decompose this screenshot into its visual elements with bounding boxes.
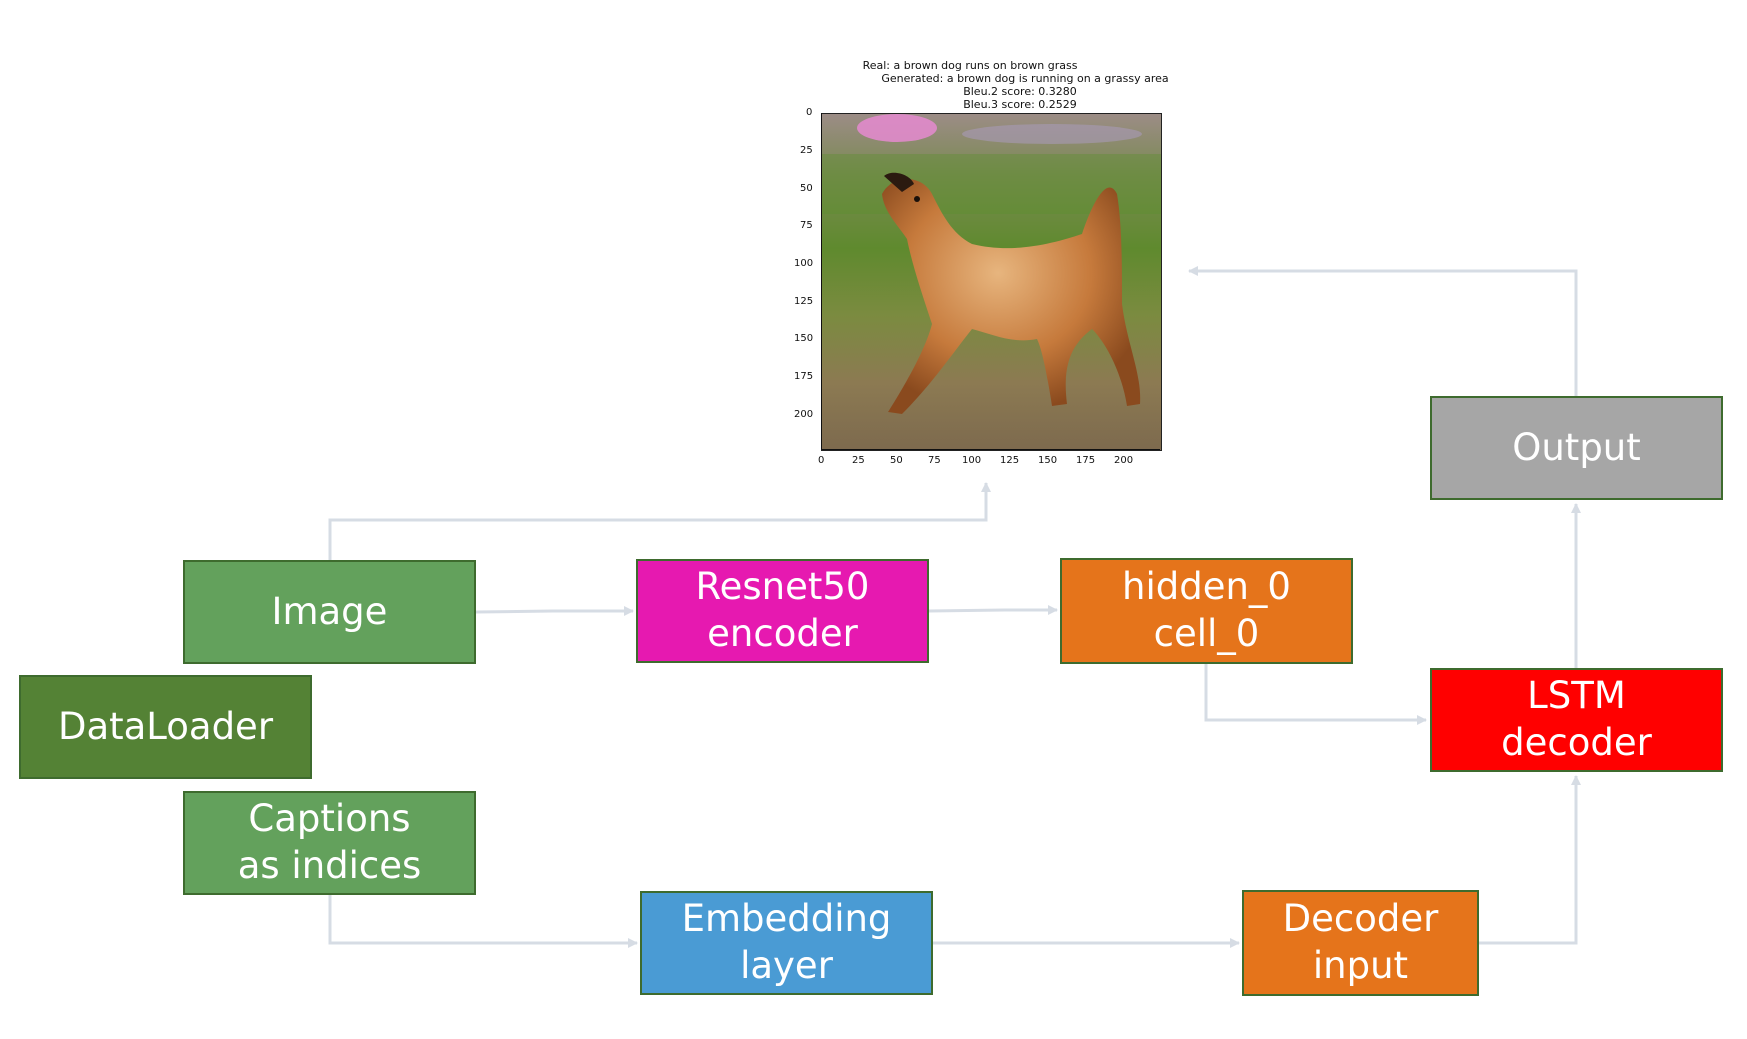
dataloader-node: DataLoader [19, 675, 312, 779]
resnet-encoder-node: Resnet50 encoder [636, 559, 929, 663]
resnet-encoder-node-label: Resnet50 encoder [695, 565, 870, 655]
y-tick-label: 0 [806, 107, 813, 118]
arrow-captions-to-embedding [328, 895, 638, 948]
y-tick-label: 25 [800, 145, 813, 156]
captions-node-label: Captions as indices [237, 797, 422, 887]
x-tick-label: 100 [962, 455, 982, 466]
y-tick-label: 100 [794, 258, 814, 269]
arrow-resnet-to-hidden [928, 605, 1058, 615]
embedding-layer-node: Embedding layer [640, 891, 933, 995]
image-node-label: Image [271, 589, 388, 633]
plot-bleu3: Bleu.3 score: 0.2529 [963, 98, 1077, 111]
decoder-input-node-label: Decoder input [1282, 897, 1439, 987]
image-node: Image [183, 560, 476, 664]
x-tick-label: 25 [852, 455, 865, 466]
plot-title-generated: Generated: a brown dog is running on a g… [881, 72, 1169, 85]
y-tick-label: 175 [794, 371, 814, 382]
dog-photo [821, 113, 1162, 451]
dog-photo-graphic [822, 114, 1161, 450]
y-tick-label: 50 [800, 183, 813, 194]
y-tick-label: 125 [794, 296, 814, 307]
y-tick-label: 200 [794, 409, 814, 420]
x-tick-label: 75 [928, 455, 941, 466]
output-node-label: Output [1512, 425, 1641, 469]
dataloader-node-label: DataLoader [57, 704, 274, 748]
plot-title-real: Real: a brown dog runs on brown grass [862, 59, 1078, 72]
lstm-decoder-node-label: LSTM decoder [1501, 674, 1652, 764]
plot-bleu2: Bleu.2 score: 0.3280 [963, 85, 1077, 98]
x-tick-label: 175 [1076, 455, 1096, 466]
x-tick-label: 50 [890, 455, 903, 466]
x-tick-label: 0 [818, 455, 825, 466]
y-tick-label: 75 [800, 220, 813, 231]
output-node: Output [1430, 396, 1723, 500]
arrow-image-to-plot [328, 482, 991, 560]
arrow-output-to-plot [1188, 266, 1578, 396]
y-tick-label: 150 [794, 333, 814, 344]
x-tick-label: 150 [1038, 455, 1058, 466]
x-axis-line [821, 449, 1160, 450]
embedding-layer-node-label: Embedding layer [681, 897, 892, 987]
lstm-decoder-node: LSTM decoder [1430, 668, 1723, 772]
arrow-decoder-input-to-lstm [1479, 775, 1581, 945]
hidden-cell-node-label: hidden_0 cell_0 [1122, 565, 1291, 655]
captions-node: Captions as indices [183, 791, 476, 895]
hidden-cell-node: hidden_0 cell_0 [1060, 558, 1353, 664]
decoder-input-node: Decoder input [1242, 890, 1479, 996]
arrow-hidden-to-lstm [1204, 664, 1427, 725]
x-tick-label: 200 [1114, 455, 1134, 466]
x-tick-label: 125 [1000, 455, 1020, 466]
y-axis-line [821, 113, 822, 449]
arrow-image-to-resnet [475, 606, 634, 616]
